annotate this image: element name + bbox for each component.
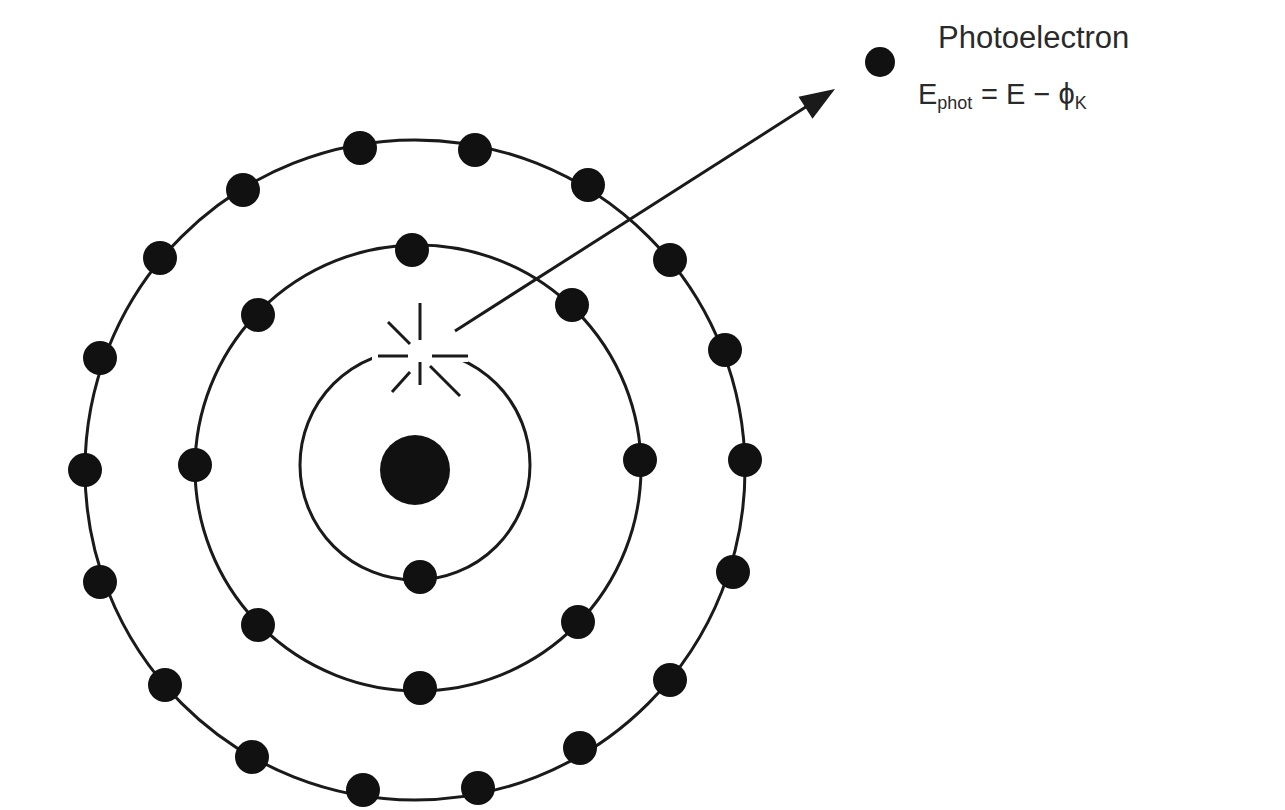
electrons <box>68 131 762 807</box>
photoelectron-label: Photoelectron <box>938 20 1129 56</box>
formula-subscript: K <box>1075 93 1087 113</box>
formula-symbol: E <box>918 78 937 110</box>
formula-text: = E − ϕ <box>981 78 1075 110</box>
formula-subscript: phot <box>937 93 972 113</box>
photoelectron-dot <box>865 47 895 77</box>
energy-formula: Ephot = E − ϕK <box>918 78 1087 114</box>
nucleus <box>380 435 450 505</box>
m-shell <box>85 140 745 800</box>
l-shell <box>195 245 641 691</box>
vacancy-gap <box>372 340 468 362</box>
k-shell <box>300 350 530 580</box>
arrowhead <box>799 89 836 119</box>
ejection-arrow <box>455 103 812 331</box>
